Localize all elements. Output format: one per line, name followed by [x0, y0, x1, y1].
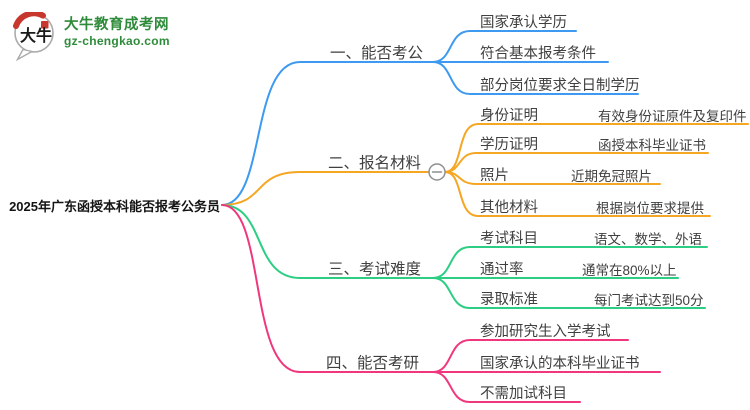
- branch-3-child-3[interactable]: 录取标准: [480, 292, 538, 308]
- branch-1-trunk-line: [221, 61, 434, 206]
- branch-3-child-3-line: [432, 277, 706, 309]
- branch-2-label[interactable]: 二、报名材料: [328, 155, 422, 172]
- branch-1-child-2[interactable]: 符合基本报考条件: [480, 46, 596, 62]
- branch-2-connectors: [221, 123, 749, 217]
- branch-1-label[interactable]: 一、能否考公: [330, 45, 424, 62]
- branch-3-child-1-detail[interactable]: 语文、数学、外语: [594, 232, 702, 247]
- branch-2-child-1[interactable]: 身份证明: [480, 108, 538, 124]
- branch-2-child-4-line: [444, 171, 711, 217]
- branch-4-trunk-line: [221, 204, 434, 373]
- branch-2-child-4-detail[interactable]: 根据岗位要求提供: [596, 201, 704, 216]
- branch-4-connectors: [221, 204, 661, 403]
- logo-red-seal: [41, 21, 49, 29]
- branch-3-child-1-line: [432, 246, 708, 279]
- logo-characters: 大牛: [20, 26, 52, 45]
- branch-2-child-3-detail[interactable]: 近期免冠照片: [571, 169, 652, 184]
- logo-bubble-tail: [15, 48, 34, 62]
- branch-1-child-1[interactable]: 国家承认学历: [480, 15, 567, 31]
- brand-title[interactable]: 大牛教育成考网: [64, 17, 169, 33]
- branch-3-child-2-detail[interactable]: 通常在80%以上: [582, 263, 677, 278]
- branch-2-child-2-detail[interactable]: 函授本科毕业证书: [598, 138, 706, 153]
- root-topic[interactable]: 2025年广东函授本科能否报考公务员: [9, 199, 220, 214]
- branch-2-child-2-line: [444, 152, 709, 173]
- branch-3-child-1[interactable]: 考试科目: [480, 231, 538, 247]
- branch-3-trunk-line: [221, 204, 434, 279]
- branch-4-child-3[interactable]: 不需加试科目: [480, 386, 567, 402]
- site-logo[interactable]: 大牛 大牛教育成考网 gz-chengkao.com: [12, 12, 170, 62]
- collapse-button-branch-2[interactable]: [428, 163, 446, 181]
- branch-4-child-3-line: [432, 371, 581, 403]
- branch-2-child-1-detail[interactable]: 有效身份证原件及复印件: [598, 109, 747, 124]
- branch-3-connectors: [221, 204, 708, 309]
- brand-url[interactable]: gz-chengkao.com: [64, 34, 170, 49]
- branch-4-child-2[interactable]: 国家承认的本科毕业证书: [480, 356, 640, 372]
- branch-3-label[interactable]: 三、考试难度: [328, 261, 422, 278]
- branch-2-child-3[interactable]: 照片: [480, 168, 509, 184]
- branch-2-child-2[interactable]: 学历证明: [480, 137, 538, 153]
- branch-3-child-2[interactable]: 通过率: [480, 262, 524, 278]
- branch-2-trunk-line: [221, 171, 430, 206]
- branch-1-child-1-line: [432, 30, 577, 63]
- branch-1-child-3-line: [432, 61, 639, 95]
- branch-4-child-1[interactable]: 参加研究生入学考试: [480, 324, 611, 340]
- branch-4-child-1-line: [432, 339, 629, 373]
- branch-3-child-3-detail[interactable]: 每门考试达到50分: [594, 293, 704, 308]
- logo-red-arc: [13, 12, 46, 29]
- branch-1-connectors: [221, 30, 639, 206]
- branch-1-child-3[interactable]: 部分岗位要求全日制学历: [480, 78, 640, 94]
- brand-text: 大牛教育成考网 gz-chengkao.com: [64, 12, 170, 50]
- branch-4-label[interactable]: 四、能否考研: [326, 355, 420, 372]
- branch-2-child-4[interactable]: 其他材料: [480, 200, 538, 216]
- ox-bubble-logo-icon: 大牛: [13, 12, 54, 62]
